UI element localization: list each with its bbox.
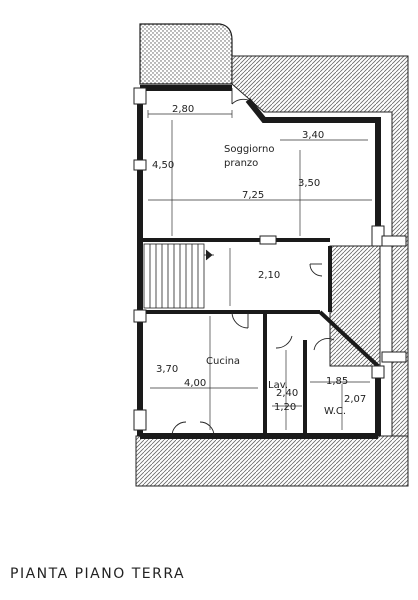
bottom-terrace xyxy=(135,435,409,487)
dimension-label: 2,07 xyxy=(344,394,366,405)
dimension-label: 7,25 xyxy=(242,190,264,201)
dimension-label: 3,40 xyxy=(302,130,324,141)
dimension-label: 1,85 xyxy=(326,376,348,387)
dimension-label: 4,50 xyxy=(152,160,174,171)
dimension-lines xyxy=(147,110,372,430)
room-label-wc: W.C. xyxy=(324,406,346,417)
plan-title: PIANTA PIANO TERRA xyxy=(10,566,186,582)
room-label-living-1: Soggiorno xyxy=(224,144,274,155)
room-label-living-2: pranzo xyxy=(224,158,258,169)
right-terrace xyxy=(231,55,409,457)
dimension-label: 2,80 xyxy=(172,104,194,115)
dimension-label: 4,00 xyxy=(184,378,206,389)
dimension-label: 2,40 xyxy=(276,388,298,399)
windows xyxy=(133,87,407,431)
dimension-label: 3,50 xyxy=(298,178,320,189)
dimension-label: 1,20 xyxy=(274,402,296,413)
room-label-laundry: Lav. xyxy=(268,380,288,391)
staircase xyxy=(143,243,214,309)
room-label-kitchen: Cucina xyxy=(206,356,240,367)
dimension-label: 3,70 xyxy=(156,364,178,375)
top-terrace xyxy=(139,23,233,85)
exterior-walls xyxy=(137,85,381,439)
doors xyxy=(171,88,335,437)
dimension-label: 2,10 xyxy=(258,270,280,281)
interior-walls xyxy=(140,238,380,436)
side-terrace xyxy=(329,245,381,367)
